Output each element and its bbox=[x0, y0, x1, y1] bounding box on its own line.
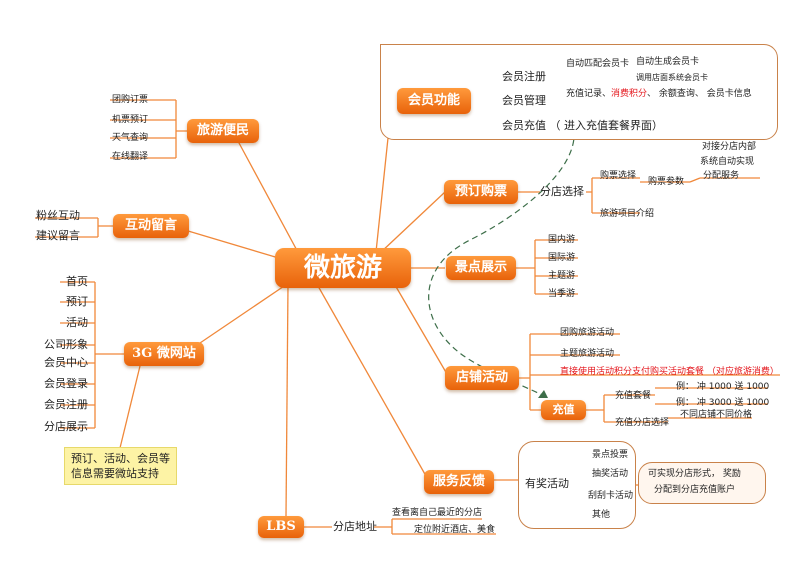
member-register: 会员注册 bbox=[502, 70, 546, 83]
node-lbs: LBS bbox=[258, 516, 304, 538]
recharge-package: 充值套餐 bbox=[615, 391, 652, 401]
service-item: 抽奖活动 bbox=[592, 469, 629, 479]
node-service: 服务反馈 bbox=[424, 470, 494, 494]
node-store: 店铺活动 bbox=[445, 366, 519, 390]
node-member: 会员功能 bbox=[397, 88, 471, 114]
site-item: 活动 bbox=[66, 316, 88, 329]
flow-arrow-head bbox=[538, 390, 548, 398]
member-manage-detail: 充值记录、消费积分、 余额查询、 会员卡信息 bbox=[566, 89, 752, 99]
site-leaf-lines bbox=[60, 281, 124, 429]
member-recharge: 会员充值 （ 进入充值套餐界面） bbox=[502, 119, 663, 132]
node-recharge: 充值 bbox=[541, 400, 586, 420]
booking-integ: 分配服务 bbox=[703, 171, 740, 181]
service-item: 其他 bbox=[592, 510, 611, 520]
node-site: 3G 微网站 bbox=[124, 342, 204, 366]
scenic-item: 主题游 bbox=[548, 271, 576, 281]
node-interact: 互动留言 bbox=[113, 214, 189, 238]
lbs-detail: 查看离自己最近的分店 bbox=[392, 508, 483, 518]
store-points-pay: 直接使用活动积分支付购买活动套餐 （对应旅游消费） bbox=[560, 367, 779, 377]
site-item: 公司形象 bbox=[44, 338, 88, 351]
recharge-branch: 充值分店选择 bbox=[615, 418, 670, 428]
link-booking bbox=[379, 191, 446, 254]
recharge-example: 例： 冲 3000 送 1000 bbox=[676, 398, 770, 408]
link-store bbox=[394, 284, 448, 375]
store-item: 团购旅游活动 bbox=[560, 328, 615, 338]
recharge-example: 例： 冲 1000 送 1000 bbox=[676, 382, 770, 392]
booking-params-lines bbox=[640, 177, 760, 183]
store-item: 主题旅游活动 bbox=[560, 349, 615, 359]
scenic-item: 国际游 bbox=[548, 253, 576, 263]
lbs-leaf-lines bbox=[302, 518, 496, 535]
link-service bbox=[317, 285, 427, 477]
booking-integ: 对接分店内部 bbox=[702, 142, 757, 152]
interact-leaf-lines bbox=[35, 217, 113, 238]
flow-dashed-arrow bbox=[428, 129, 575, 399]
member-auto-match: 自动匹配会员卡 bbox=[566, 59, 630, 69]
site-item: 预订 bbox=[66, 295, 88, 308]
booking-intro: 旅游项目介绍 bbox=[600, 209, 655, 219]
booking-ticket: 购票选择 bbox=[600, 171, 637, 181]
service-result: 可实现分店形式， 奖励 bbox=[648, 469, 741, 479]
booking-leaf-lines bbox=[518, 177, 640, 214]
site-item: 首页 bbox=[66, 275, 88, 288]
lbs-sub: 分店地址 bbox=[333, 520, 377, 533]
link-lbs bbox=[285, 284, 289, 517]
store-recharge-lines bbox=[586, 387, 768, 423]
booking-params: 购票参数 bbox=[648, 177, 685, 187]
member-manage: 会员管理 bbox=[502, 94, 546, 107]
site-item: 会员中心 bbox=[44, 356, 88, 369]
member-store-card: 调用店面系统会员卡 bbox=[636, 73, 708, 82]
lbs-detail: 定位附近酒店、美食 bbox=[414, 525, 496, 535]
site-note-link bbox=[119, 365, 141, 449]
interact-item: 建议留言 bbox=[36, 229, 80, 242]
node-scenic: 景点展示 bbox=[446, 256, 516, 280]
site-item: 会员登录 bbox=[44, 377, 88, 390]
travel-item: 在线翻译 bbox=[112, 152, 149, 162]
booking-branch: 分店选择 bbox=[540, 185, 584, 198]
center-node: 微旅游 bbox=[275, 248, 411, 288]
booking-integ: 系统自动实现 bbox=[700, 157, 755, 167]
service-result: 分配到分店充值账户 bbox=[654, 485, 736, 495]
scenic-leaf-lines bbox=[515, 239, 578, 295]
scenic-item: 当季游 bbox=[548, 289, 576, 299]
interact-item: 粉丝互动 bbox=[36, 209, 80, 222]
travel-item: 机票预订 bbox=[112, 115, 149, 125]
site-item: 分店展示 bbox=[44, 420, 88, 433]
travel-leaf-lines bbox=[110, 99, 188, 159]
node-booking: 预订购票 bbox=[444, 180, 518, 204]
prize-group-box bbox=[518, 441, 636, 529]
store-leaf-lines bbox=[518, 333, 780, 411]
node-travel: 旅游便民 bbox=[187, 119, 259, 143]
link-travel bbox=[231, 129, 301, 257]
recharge-diff: 不同店铺不同价格 bbox=[680, 410, 753, 420]
site-note: 预订、活动、会员等 信息需要微站支持 bbox=[64, 447, 177, 485]
site-item: 会员注册 bbox=[44, 398, 88, 411]
service-item: 刮刮卡活动 bbox=[588, 491, 634, 501]
link-site bbox=[199, 277, 297, 344]
scenic-item: 国内游 bbox=[548, 235, 576, 245]
service-prize: 有奖活动 bbox=[525, 477, 569, 490]
service-result-box bbox=[638, 462, 766, 504]
travel-item: 天气查询 bbox=[112, 133, 149, 143]
member-auto-gen: 自动生成会员卡 bbox=[636, 57, 700, 67]
service-item: 景点投票 bbox=[592, 450, 629, 460]
travel-item: 团购订票 bbox=[112, 95, 149, 105]
